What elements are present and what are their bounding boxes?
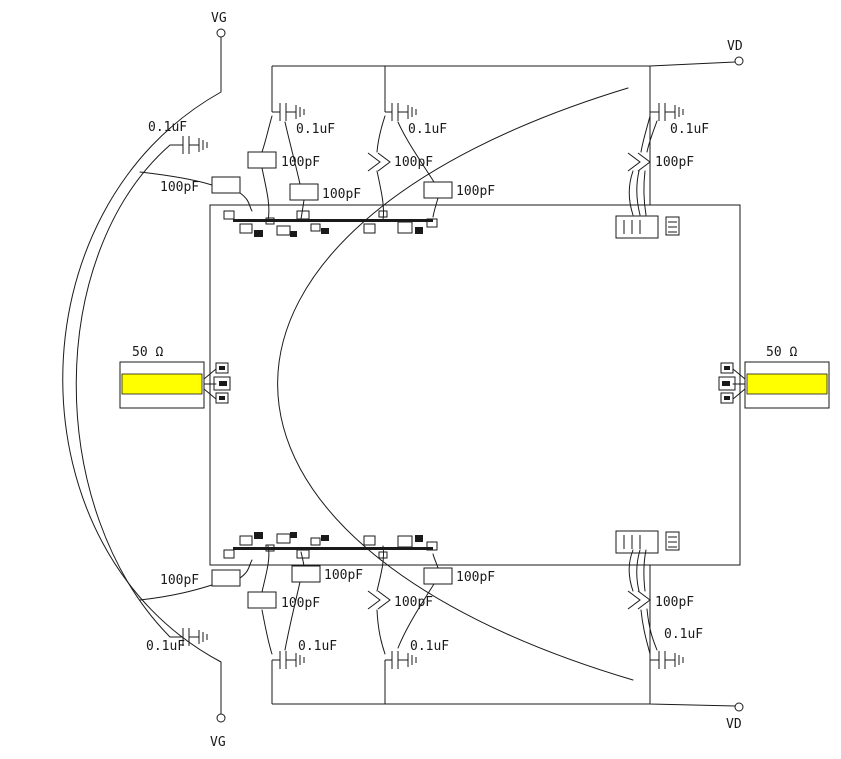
component-cluster-bottom-right xyxy=(615,530,680,554)
cap-01uf-bottom-1: 0.1uF xyxy=(272,639,337,669)
label-cap-01uf-top-left: 0.1uF xyxy=(148,120,187,135)
component-cluster-bottom xyxy=(223,532,438,559)
vg-terminal-top xyxy=(216,28,226,38)
cap-chip-body xyxy=(291,565,321,583)
cap-chip-body xyxy=(247,151,277,169)
cap-100pf-left-top: 100pF xyxy=(160,176,241,195)
label-cap-01uf-bottom-1: 0.1uF xyxy=(298,639,337,654)
cap-100pf-bottom-up1: 100pF xyxy=(291,565,363,583)
vd-terminal-top xyxy=(734,56,744,66)
cap-01uf-bottom-right: 0.1uF xyxy=(650,627,703,669)
vd-rail-bottom xyxy=(271,565,736,707)
label-cap-01uf-top-1: 0.1uF xyxy=(296,122,335,137)
cap-chip-body xyxy=(211,176,241,194)
label-cap-100pf-top-1: 100pF xyxy=(281,155,320,170)
center-feed-arc xyxy=(277,87,634,681)
label-50ohm-left: 50 Ω xyxy=(132,345,163,360)
cap-100pf-bottom-low1: 100pF xyxy=(247,591,320,611)
vd-terminal-bottom xyxy=(734,702,744,712)
bond-wires-top xyxy=(139,115,658,221)
label-cap-01uf-bottom-right: 0.1uF xyxy=(664,627,703,642)
label-cap-01uf-top-right: 0.1uF xyxy=(670,122,709,137)
cap-chevron-symbol xyxy=(367,590,391,610)
bus-bar xyxy=(233,219,433,222)
cap-symbol xyxy=(385,103,417,121)
cap-chevron-symbol xyxy=(627,152,651,172)
vg-power-network: VG VG xyxy=(62,11,227,750)
cap-100pf-top-3: 100pF xyxy=(367,152,433,172)
cap-symbol xyxy=(650,103,684,121)
label-cap-100pf-bottom-low1: 100pF xyxy=(281,596,320,611)
vd-power-network: VD VD xyxy=(271,39,744,732)
label-cap-100pf-top-4: 100pF xyxy=(456,184,495,199)
vg-bias-arc-outer xyxy=(62,91,222,663)
cap-100pf-bottom-low2: 100pF xyxy=(367,590,433,610)
cap-01uf-bottom-2: 0.1uF xyxy=(385,639,449,669)
label-cap-01uf-bottom-left: 0.1uF xyxy=(146,639,185,654)
label-cap-100pf-top-right: 100pF xyxy=(655,155,694,170)
label-vg-top: VG xyxy=(211,11,227,26)
vd-rail-top xyxy=(271,61,736,205)
cap-symbol xyxy=(170,136,208,154)
cap-chip-body xyxy=(289,183,319,201)
label-cap-100pf-left-bottom: 100pF xyxy=(160,573,199,588)
label-50ohm-right: 50 Ω xyxy=(766,345,797,360)
cap-100pf-top-2: 100pF xyxy=(289,183,361,202)
label-cap-100pf-bottom-up2: 100pF xyxy=(456,570,495,585)
port-50ohm-right: 50 Ω xyxy=(718,345,830,409)
port-50ohm-left: 50 Ω xyxy=(119,345,231,409)
cap-01uf-top-1: 0.1uF xyxy=(272,103,335,137)
cap-01uf-top-2: 0.1uF xyxy=(385,103,447,137)
bus-bar xyxy=(233,547,433,550)
cap-chip-body xyxy=(423,181,453,199)
port-body xyxy=(119,361,205,409)
cap-100pf-top-1: 100pF xyxy=(247,151,320,170)
port-body xyxy=(744,361,830,409)
cap-100pf-top-4: 100pF xyxy=(423,181,495,199)
vg-terminal-bottom xyxy=(216,713,226,723)
component-cluster-top xyxy=(223,210,438,237)
label-vd-top: VD xyxy=(727,39,743,54)
cap-100pf-left-bottom: 100pF xyxy=(160,569,241,588)
label-cap-01uf-bottom-2: 0.1uF xyxy=(410,639,449,654)
cap-symbol xyxy=(272,103,305,121)
cap-01uf-top-right: 0.1uF xyxy=(650,103,709,137)
cap-symbol xyxy=(650,651,684,669)
cap-100pf-bottom-right: 100pF xyxy=(627,590,694,610)
cap-100pf-top-right: 100pF xyxy=(627,152,694,172)
component-cluster-top-right xyxy=(615,215,680,239)
microstrip-left xyxy=(121,373,203,395)
cap-chip-body xyxy=(211,569,241,587)
cap-chip-body xyxy=(247,591,277,609)
label-cap-100pf-left-top: 100pF xyxy=(160,180,199,195)
cap-symbol xyxy=(272,651,305,669)
cap-chip-body xyxy=(423,567,453,585)
cap-chevron-symbol xyxy=(627,590,651,610)
cap-01uf-top-left: 0.1uF xyxy=(148,120,208,154)
cap-symbol xyxy=(385,651,417,669)
label-cap-100pf-bottom-right: 100pF xyxy=(655,595,694,610)
cap-symbol xyxy=(170,628,208,646)
label-cap-100pf-bottom-up1: 100pF xyxy=(324,568,363,583)
label-cap-01uf-top-2: 0.1uF xyxy=(408,122,447,137)
label-cap-100pf-top-3: 100pF xyxy=(394,155,433,170)
cap-chevron-symbol xyxy=(367,152,391,172)
chip-outline xyxy=(209,204,741,566)
cap-100pf-bottom-up2: 100pF xyxy=(423,567,495,585)
label-cap-100pf-bottom-low2: 100pF xyxy=(394,595,433,610)
cap-01uf-bottom-left: 0.1uF xyxy=(146,628,208,654)
vg-bias-arc-inner xyxy=(75,144,171,638)
label-vd-bottom: VD xyxy=(726,717,742,732)
label-vg-bottom: VG xyxy=(210,735,226,750)
microstrip-right xyxy=(746,373,828,395)
label-cap-100pf-top-2: 100pF xyxy=(322,187,361,202)
